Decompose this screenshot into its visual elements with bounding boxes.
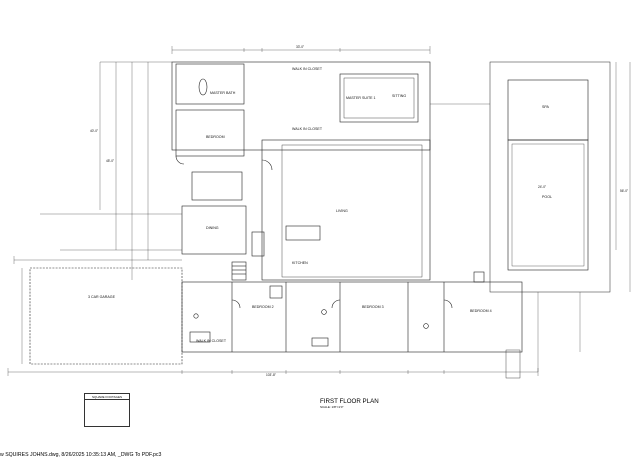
label-bedroom-2: BEDROOM 2 bbox=[252, 305, 274, 309]
dim-pool-width: 24'-0" bbox=[538, 185, 547, 189]
label-garage: 3 CAR GARAGE bbox=[88, 295, 115, 299]
bedroom-walls bbox=[175, 109, 245, 157]
label-spa: SPA bbox=[542, 105, 549, 109]
garage-walls bbox=[29, 267, 183, 365]
label-bedroom-3: BEDROOM 3 bbox=[362, 305, 384, 309]
label-walk-in-closet-3: WALK IN CLOSET bbox=[196, 339, 227, 343]
footer-file-info: w SQUIRES JOHNS.dwg, 8/26/2025 10:35:13 … bbox=[0, 452, 162, 458]
spa-walls bbox=[507, 79, 589, 141]
label-walk-in-closet-1: WALK IN CLOSET bbox=[292, 67, 323, 71]
label-dining: DINING bbox=[206, 226, 219, 230]
tub bbox=[198, 78, 208, 96]
label-sitting: SITTING bbox=[392, 94, 407, 98]
square-footages-header: SQUARE FOOTAGES bbox=[85, 394, 129, 400]
master-wing-outline bbox=[171, 61, 431, 151]
label-master-bath: MASTER BATH bbox=[210, 91, 236, 95]
square-footages-table: SQUARE FOOTAGES bbox=[84, 393, 130, 427]
square-footages-row bbox=[85, 414, 129, 418]
label-master-suite: MASTER SUITE 1 bbox=[346, 96, 376, 100]
label-bedroom: BEDROOM bbox=[206, 135, 225, 139]
label-kitchen: KITCHEN bbox=[292, 261, 308, 265]
dim-top-overall: 33'-0" bbox=[296, 45, 305, 49]
dim-bottom-overall: 103'-8" bbox=[266, 373, 276, 377]
pool-walls bbox=[507, 139, 589, 271]
pool-deck bbox=[489, 61, 611, 293]
label-bedroom-4: BEDROOM 4 bbox=[470, 309, 492, 313]
plan-title: FIRST FLOOR PLAN bbox=[320, 398, 379, 405]
bedroom-wing-outline bbox=[181, 281, 523, 353]
dim-right-1: 56'-0" bbox=[620, 189, 629, 193]
master-bath-walls bbox=[175, 63, 245, 105]
dim-left-2: 45'-0" bbox=[106, 159, 115, 163]
label-walk-in-closet-2: WALK IN CLOSET bbox=[292, 127, 323, 131]
dim-left-1: 40'-0" bbox=[90, 129, 99, 133]
label-pool: POOL bbox=[542, 195, 552, 199]
master-suite-walls bbox=[339, 73, 419, 123]
living-walls bbox=[261, 139, 431, 281]
label-living: LIVING bbox=[336, 209, 348, 213]
plan-scale: SCALE: 1/8"=1'0" bbox=[320, 405, 344, 409]
dining-walls bbox=[181, 205, 247, 255]
